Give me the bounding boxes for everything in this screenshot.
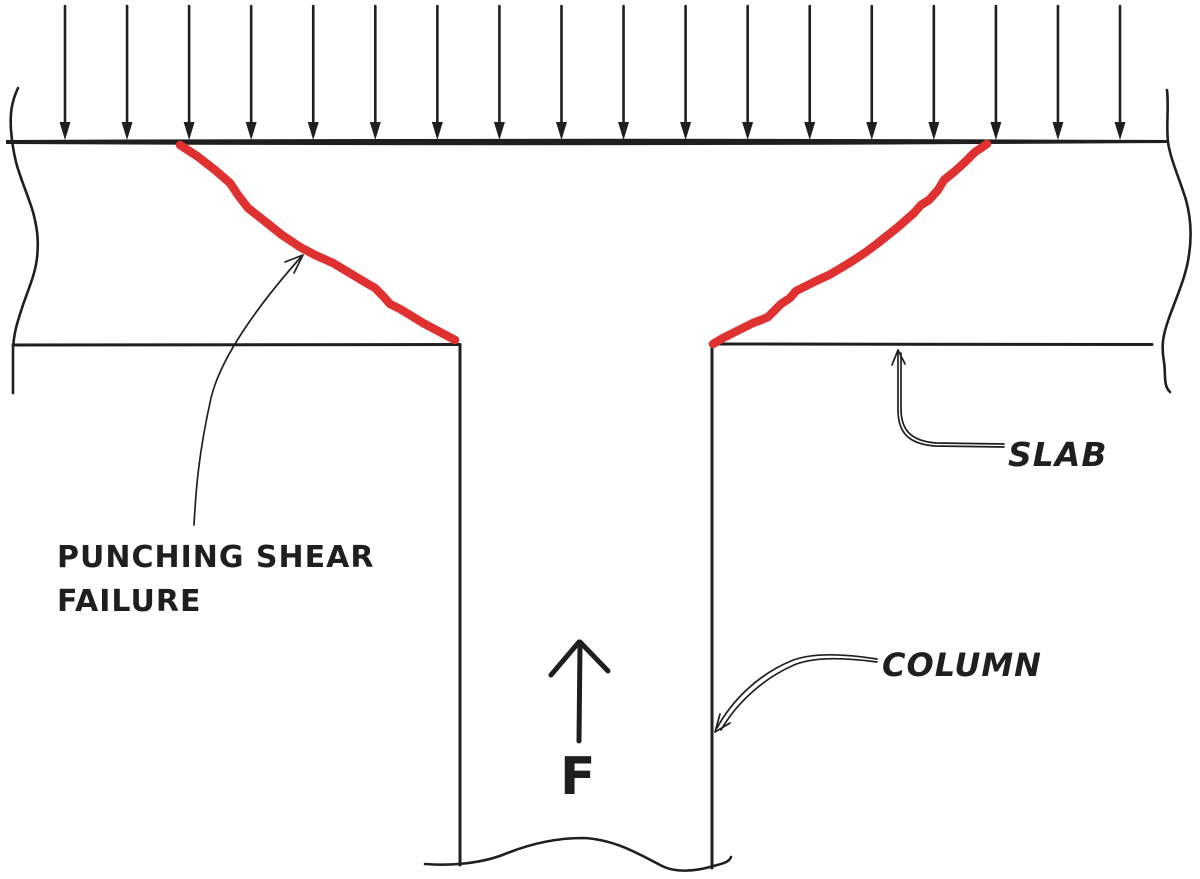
load-arrow-icon xyxy=(1114,4,1126,140)
punching-shear-crack-left xyxy=(175,140,460,345)
load-arrow-icon xyxy=(1052,4,1064,140)
slab-top-line xyxy=(6,138,1168,146)
load-arrow-icon xyxy=(618,4,630,140)
load-arrow-icon xyxy=(245,4,257,140)
load-arrow-icon xyxy=(493,4,505,140)
slab-bottom-left-line xyxy=(11,343,462,347)
load-arrow-icon xyxy=(121,4,133,140)
slab-left-break-line xyxy=(9,86,40,395)
load-arrow-icon xyxy=(555,4,567,140)
load-arrow-icon xyxy=(928,4,940,140)
load-arrow-icon xyxy=(183,4,195,140)
force-label: F xyxy=(560,747,597,807)
failure-label-line1: PUNCHING SHEAR xyxy=(57,540,374,575)
load-arrow-icon xyxy=(680,4,692,140)
force-arrow xyxy=(548,639,611,744)
load-arrow-icon xyxy=(307,4,319,140)
column-bottom-break-line xyxy=(423,836,733,872)
punching-shear-crack-right xyxy=(708,139,992,349)
column-label: COLUMN xyxy=(882,646,1042,684)
failure-leader-arrow xyxy=(193,254,304,526)
load-arrow-icon xyxy=(59,4,71,140)
slab-leader-arrow xyxy=(891,349,1005,448)
load-arrow-icon xyxy=(990,4,1002,140)
slab-bottom-right-line xyxy=(710,342,1154,346)
distributed-load-arrows xyxy=(59,4,1126,140)
load-arrow-icon xyxy=(369,4,381,140)
load-arrow-icon xyxy=(431,4,443,140)
column-leader-arrow xyxy=(714,653,878,733)
slab-label: SLAB xyxy=(1008,435,1108,474)
failure-label-line2: FAILURE xyxy=(57,584,201,619)
load-arrow-icon xyxy=(804,4,816,140)
slab-right-break-line xyxy=(1161,88,1192,394)
load-arrow-icon xyxy=(866,4,878,140)
load-arrow-icon xyxy=(742,4,754,140)
